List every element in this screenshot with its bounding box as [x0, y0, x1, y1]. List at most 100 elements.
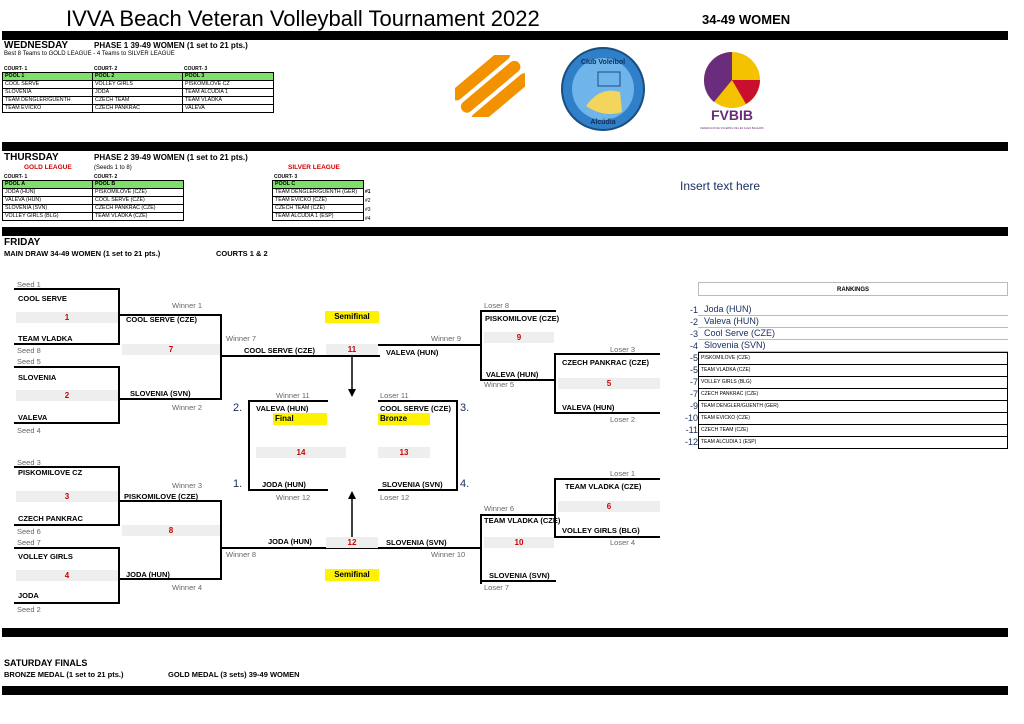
team-name: JODA (HUN) [268, 537, 312, 546]
rank-number: -5 [689, 365, 698, 375]
team-cell: CZECH TEAM [92, 96, 183, 105]
pool-header: POOL B [92, 180, 184, 189]
fvbib-logo-subtext: FEDERACIÓ DE VOLEIBOL DE LES ILLES BALEA… [700, 125, 764, 130]
winner-label: Winner 3 [172, 481, 203, 490]
rank-number: -7 [689, 377, 698, 387]
match-number: 10 [484, 537, 554, 548]
team-name: COOL SERVE (CZE) [244, 346, 315, 355]
team-name: COOL SERVE [18, 294, 67, 303]
club-logo-text: Club Voleibol [581, 59, 625, 66]
team-name: TEAM VLADKA (CZE) [484, 516, 561, 525]
team-cell: COOL SERVE [2, 80, 93, 89]
court-label: COURT- 3 [184, 66, 208, 72]
bracket-line [120, 578, 222, 580]
semifinal-label: Semifinal [325, 569, 379, 581]
winner-label: Winner 1 [172, 301, 203, 310]
bracket-line [480, 379, 556, 381]
team-name: JODA [18, 591, 39, 600]
winner-label: Winner 10 [431, 550, 466, 559]
bracket-line [250, 489, 328, 491]
rank-number: -3 [689, 329, 698, 339]
winner-label: Winner 5 [484, 380, 515, 389]
club-voleibol-logo: Club Voleibol Alcúdia [561, 47, 645, 131]
team-cell: PISKOMILOVE CZ [182, 80, 274, 89]
rank-tag: #3 [365, 207, 371, 213]
main-draw-label: MAIN DRAW 34-49 WOMEN (1 set to 21 pts.) [4, 249, 161, 258]
team-name: CZECH PANKRAC (CZE) [562, 358, 649, 367]
divider-bar [2, 628, 1008, 637]
rank-number: -1 [689, 305, 698, 315]
loser-label: Loser 12 [380, 493, 410, 502]
match-number: 1 [16, 312, 118, 323]
seed-label: Seed 2 [17, 605, 41, 614]
ranking-row: Cool Serve (CZE) [698, 328, 1008, 340]
rank-number: -9 [689, 401, 698, 411]
winner-label: Winner 6 [484, 504, 515, 513]
match-number: 14 [256, 447, 346, 458]
match-number: 9 [484, 332, 554, 343]
wednesday-label: WEDNESDAY [4, 40, 69, 51]
semifinal-label: Semifinal [325, 311, 379, 323]
team-cell: VOLLEY GIRLS [92, 80, 183, 89]
thursday-label: THURSDAY [4, 152, 59, 163]
team-cell: TEAM EVICKO [2, 104, 93, 113]
seed-label: Seed 5 [17, 357, 41, 366]
seed-label: Seed 3 [17, 458, 41, 467]
insert-text-box[interactable]: Insert text here [680, 179, 761, 193]
rank-number: -11 [685, 425, 698, 435]
ranking-row: PISKOMILOVE (CZE) [698, 353, 1008, 365]
table-row: TEAM DENGLER/GUENTH (GER) [272, 188, 364, 197]
bracket-line [480, 310, 556, 312]
ranking-row: Joda (HUN) [698, 304, 1008, 316]
team-cell: CZECH PANKRAC (CZE) [92, 204, 184, 213]
rank-number: -2 [689, 317, 698, 327]
loser-label: Loser 2 [610, 415, 636, 424]
team-name: PISKOMILOVE (CZE) [124, 492, 199, 501]
loser-label: Loser 3 [610, 345, 636, 354]
court-label: COURT- 3 [274, 174, 298, 180]
bracket-line [378, 547, 482, 549]
rank-number: -10 [684, 413, 698, 423]
team-name: CZECH PANKRAC [18, 514, 83, 523]
bracket-line [118, 466, 120, 526]
divider-bar [2, 686, 1008, 695]
team-cell: VALEVA [182, 104, 274, 113]
fvbib-logo: FVBIB FEDERACIÓ DE VOLEIBOL DE LES ILLES… [700, 52, 764, 130]
team-cell: TEAM ALCUDIA 1 (ESP) [272, 212, 364, 221]
team-name: TEAM VLADKA (CZE) [565, 482, 642, 491]
winner-label: Winner 11 [276, 391, 310, 400]
rank-number: -4 [689, 341, 698, 351]
bracket-line [222, 355, 380, 357]
team-cell: TEAM DENGLER/GUENTH [2, 96, 93, 105]
silver-league-label: SILVER LEAGUE [288, 164, 340, 171]
match-number: 6 [558, 501, 660, 512]
winner-label: Winner 12 [276, 493, 311, 502]
seed-label: Seed 8 [17, 346, 41, 355]
bracket-line [248, 400, 250, 491]
table-row: VALEVA (HUN)COOL SERVE (CZE) [2, 196, 184, 205]
ranking-row: CZECH PANKRAC (CZE) [698, 389, 1008, 401]
bracket-line [250, 400, 328, 402]
team-cell: JODA [92, 88, 183, 97]
bracket-line [118, 288, 120, 345]
winner-label: Winner 9 [431, 334, 462, 343]
bracket-line [378, 344, 482, 346]
phase1-label: PHASE 1 39-49 WOMEN (1 set to 21 pts.) [94, 41, 248, 50]
bracket-line [378, 489, 458, 491]
team-name: JODA (HUN) [126, 570, 170, 579]
bracket-line [480, 580, 556, 582]
court-label: COURT- 1 [4, 174, 28, 180]
bracket-line [480, 310, 482, 380]
court-label: COURT- 2 [94, 174, 118, 180]
divider-bar [2, 227, 1008, 236]
loser-label: Loser 4 [610, 538, 636, 547]
team-name: COOL SERVE (CZE) [380, 404, 451, 413]
table-row: JODA (HUN)PISKOMILOVE (CZE) [2, 188, 184, 197]
gold-league-label: GOLD LEAGUE [24, 164, 72, 171]
phase1-note: Best 8 Teams to GOLD LEAGUE - 4 Teams to… [4, 51, 175, 57]
silver-pool-table: POOL C TEAM DENGLER/GUENTH (GER) TEAM EV… [272, 180, 364, 221]
